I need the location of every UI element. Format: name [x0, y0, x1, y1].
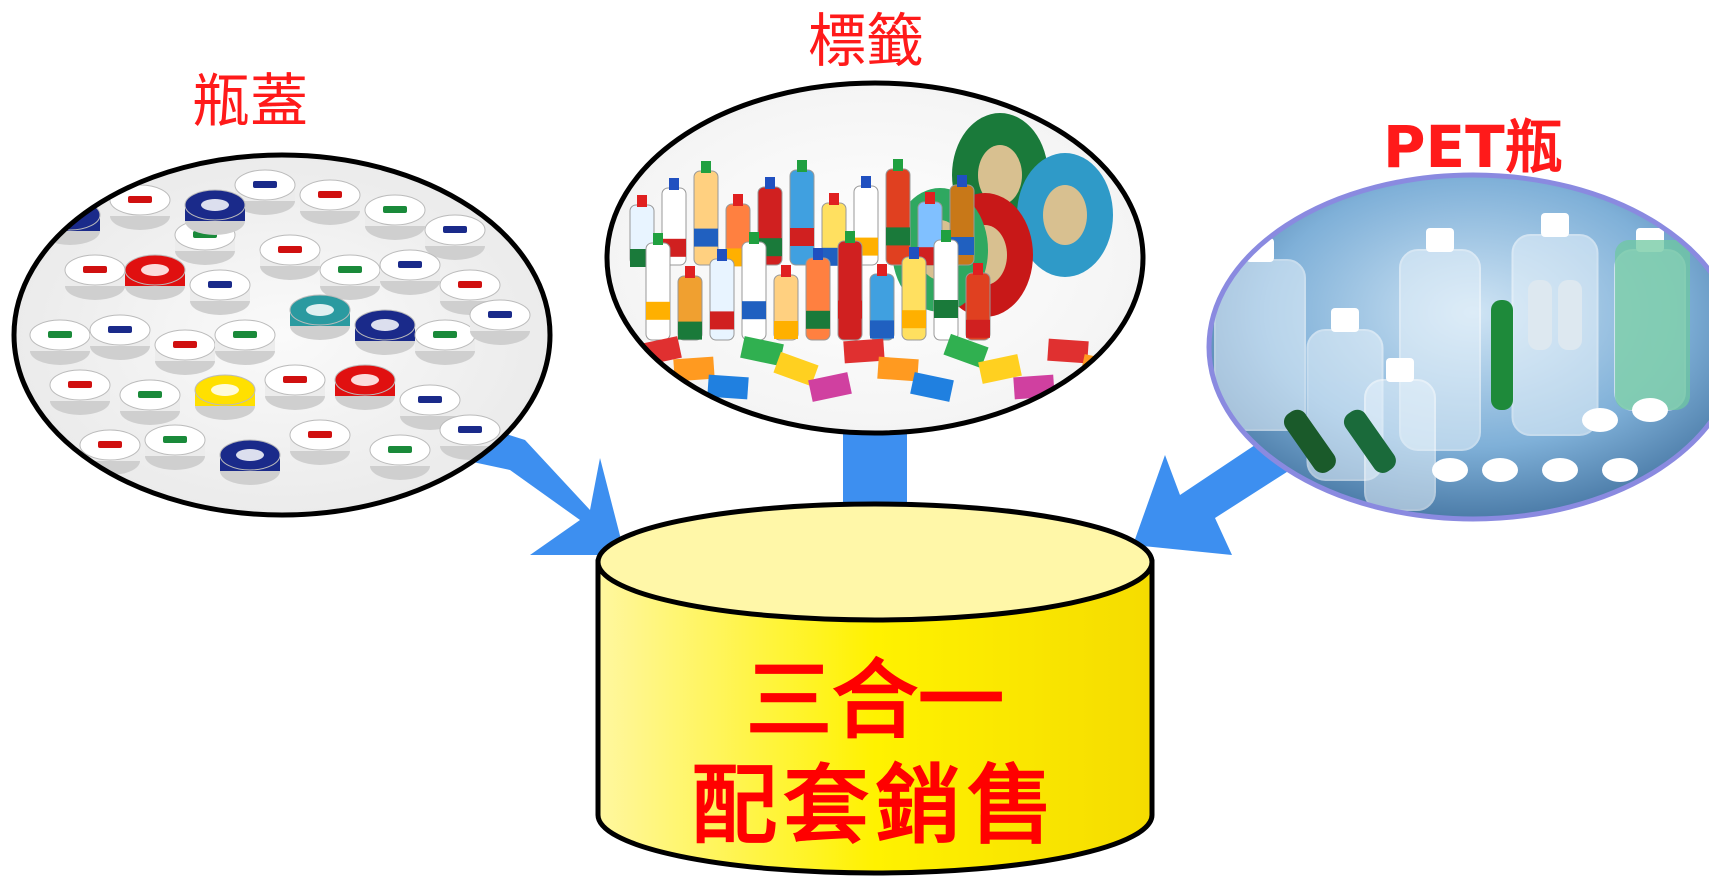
- caps-label: 瓶蓋: [192, 67, 309, 135]
- labels-image: [607, 83, 1143, 433]
- label-label: 標籤: [808, 7, 925, 75]
- pet-bottles-image: [1209, 175, 1709, 519]
- cylinder-line2: 配套銷售: [691, 755, 1059, 856]
- cylinder-line1: 三合一: [746, 650, 1004, 751]
- pet-bottle-label: PET瓶: [1383, 113, 1563, 181]
- cylinder: [595, 501, 1155, 876]
- arrow-pet-to-cylinder: [1133, 420, 1290, 555]
